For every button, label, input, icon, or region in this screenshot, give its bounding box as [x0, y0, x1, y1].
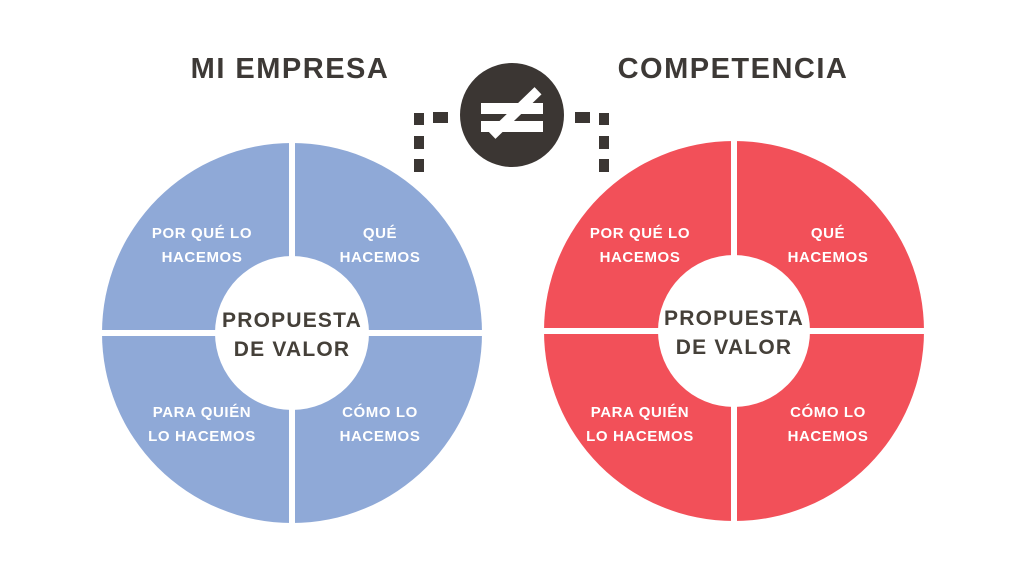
label-line: POR QUÉ LO: [151, 225, 253, 242]
right-chart-title: COMPETENCIA: [617, 53, 849, 85]
right-quadrant-label-how: CÓMO LO HACEMOS: [738, 401, 918, 449]
label-line: HACEMOS: [339, 249, 421, 266]
label-line: PROPUESTA: [664, 307, 804, 330]
label-line: PARA QUIÉN: [590, 404, 690, 421]
dash-segment: [599, 136, 609, 149]
dash-segment: [414, 159, 424, 172]
not-equal-slash: [488, 87, 542, 139]
label-line: DE VALOR: [233, 338, 351, 361]
dash-segment: [414, 113, 424, 125]
dashed-connector-left: [414, 112, 448, 172]
label-line: CÓMO LO: [342, 404, 418, 421]
label-line: HACEMOS: [599, 249, 681, 266]
right-donut-hole: [658, 255, 810, 407]
not-equal-top-bar: [481, 103, 543, 114]
right-center-label: PROPUESTA DE VALOR: [634, 304, 834, 362]
right-quadrant-label-for-whom: PARA QUIÉN LO HACEMOS: [550, 401, 730, 449]
not-equal-bottom-bar: [481, 121, 543, 132]
right-quadrant-label-what: QUÉ HACEMOS: [738, 222, 918, 270]
not-equal-icon: [481, 87, 543, 139]
left-donut-hole: [215, 256, 369, 410]
label-line: LO HACEMOS: [148, 428, 256, 445]
dashed-connector-right: [575, 112, 609, 172]
dash-segment: [414, 136, 424, 149]
dash-segment: [599, 159, 609, 172]
dash-segment: [575, 112, 590, 123]
left-center-label: PROPUESTA DE VALOR: [192, 306, 392, 364]
left-quadrant-label-for-whom: PARA QUIÉN LO HACEMOS: [112, 401, 292, 449]
left-chart-title: MI EMPRESA: [190, 53, 390, 85]
label-line: QUÉ: [362, 225, 398, 242]
right-quadrant-label-why: POR QUÉ LO HACEMOS: [550, 222, 730, 270]
label-line: HACEMOS: [787, 249, 869, 266]
dash-segment: [433, 112, 448, 123]
right-donut: [544, 141, 924, 521]
left-quadrant-label-how: CÓMO LO HACEMOS: [290, 401, 470, 449]
label-line: POR QUÉ LO: [589, 225, 691, 242]
left-donut: [102, 143, 482, 523]
left-quadrant-label-what: QUÉ HACEMOS: [290, 222, 470, 270]
label-line: PROPUESTA: [222, 309, 362, 332]
label-line: HACEMOS: [161, 249, 243, 266]
label-line: PARA QUIÉN: [152, 404, 252, 421]
label-line: HACEMOS: [787, 428, 869, 445]
left-quadrant-label-why: POR QUÉ LO HACEMOS: [112, 222, 292, 270]
label-line: CÓMO LO: [790, 404, 866, 421]
label-line: DE VALOR: [675, 336, 793, 359]
label-line: HACEMOS: [339, 428, 421, 445]
label-line: QUÉ: [810, 225, 846, 242]
label-line: LO HACEMOS: [586, 428, 694, 445]
dash-segment: [599, 113, 609, 125]
